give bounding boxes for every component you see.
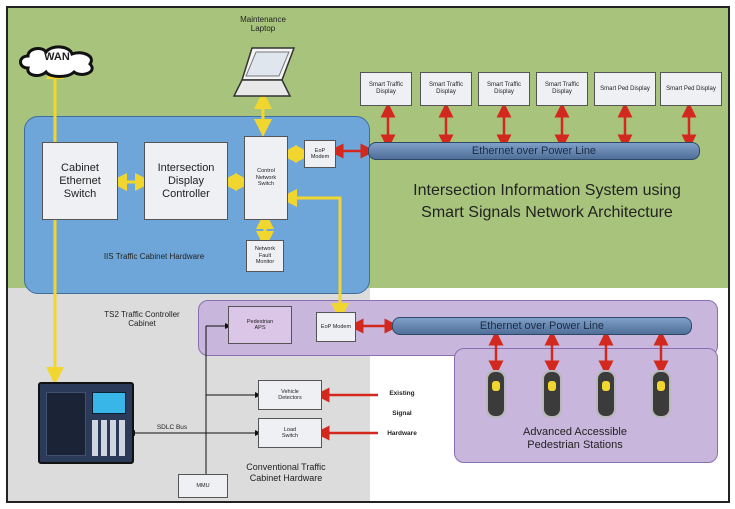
wan-label: WAN — [44, 51, 70, 63]
traffic-controller-device — [38, 382, 134, 464]
controller-screen — [92, 392, 126, 414]
controller-keypad — [92, 420, 126, 456]
existing-signal-label-1: Existing — [389, 390, 415, 397]
ts2-cabinet-label: TS2 Traffic Controller Cabinet — [104, 310, 180, 328]
ped-station-icon — [542, 370, 562, 418]
eop-bar-bottom: Ethernet over Power Line — [392, 317, 692, 335]
conventional-hardware-label: Conventional Traffic Cabinet Hardware — [246, 462, 326, 483]
smart-ped-display-2: Smart Ped Display — [660, 72, 722, 106]
control-network-switch: Control Network Switch — [244, 136, 288, 220]
pedestrian-aps: Pedestrian APS — [228, 306, 292, 344]
cabinet-ethernet-switch: Cabinet Ethernet Switch — [42, 142, 118, 220]
iis-title-line1: Intersection Information System using — [413, 182, 681, 199]
maintenance-laptop-label: Maintenance Laptop — [240, 15, 286, 33]
switch-bottom-eop-link — [279, 189, 349, 321]
smart-ped-display-1: Smart Ped Display — [594, 72, 656, 106]
load-switch: Load Switch — [258, 418, 322, 448]
iis-title-line2: Smart Signals Network Architecture — [421, 204, 673, 221]
smart-traffic-display-1: Smart Traffic Display — [360, 72, 412, 106]
existing-signal-label-3: Hardware — [387, 430, 417, 437]
ped-stations-label: Advanced Accessible Pedestrian Stations — [523, 426, 627, 451]
network-fault-monitor: Network Fault Monitor — [246, 240, 284, 272]
ped-station-button — [492, 381, 500, 391]
ped-station-icon — [651, 370, 671, 418]
ped-station-button — [602, 381, 610, 391]
eop-modem-top: EoP Modem — [304, 140, 336, 168]
vehicle-detectors: Vehicle Detectors — [258, 380, 322, 410]
existing-signal-label-2: Signal — [392, 410, 412, 417]
smart-traffic-display-4: Smart Traffic Display — [536, 72, 588, 106]
mmu-box: MMU — [178, 474, 228, 498]
intersection-display-controller: Intersection Display Controller — [144, 142, 228, 220]
iis-hardware-label: IIS Traffic Cabinet Hardware — [103, 252, 205, 261]
laptop-icon — [232, 47, 296, 97]
wan-cloud-icon — [19, 45, 94, 78]
controller-panel — [46, 392, 86, 456]
ped-station-button — [657, 381, 665, 391]
smart-traffic-display-3: Smart Traffic Display — [478, 72, 530, 106]
smart-traffic-display-2: Smart Traffic Display — [420, 72, 472, 106]
sdlc-bus-label: SDLC Bus — [156, 424, 188, 431]
eop-bar-top: Ethernet over Power Line — [368, 142, 700, 160]
eop-modem-bottom: EoP Modem — [316, 312, 356, 342]
ped-station-icon — [486, 370, 506, 418]
outer-frame — [6, 6, 730, 503]
ped-station-icon — [596, 370, 616, 418]
ped-station-button — [548, 381, 556, 391]
